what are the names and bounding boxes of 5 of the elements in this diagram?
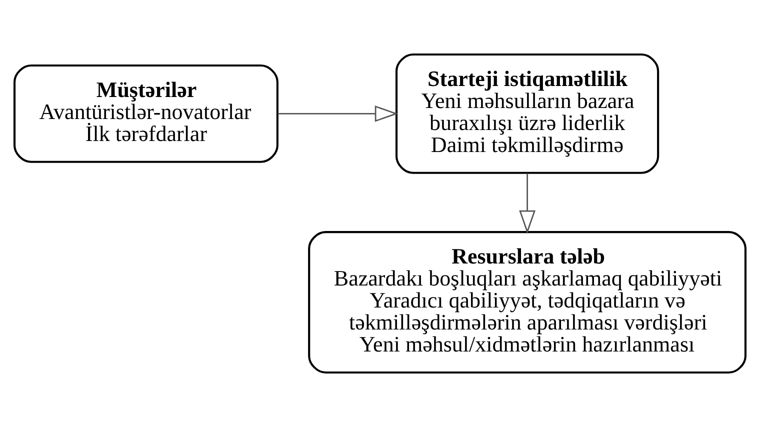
arrow [278,105,398,122]
node-box: Müştərilər Avantüristlər-novatorlar İlk tərəfdarlar [13,64,278,162]
node-box: Starteji istiqamətlilik Yeni məhsulların bazara buraxılışı üzrə liderlik Daimi təkmilləşdirmə [395,52,660,174]
node-box: Resurslara tələb Bazardakı boşluqları aşkarlamaq qabiliyyəti Yaradıcı qabiliyyət, tədqiqatların və təkmilləşdirmələrin aparılması vərdişləri Yeni məhsul/xidmətlərin hazırlanması [308,230,747,374]
arrow [519,172,536,234]
